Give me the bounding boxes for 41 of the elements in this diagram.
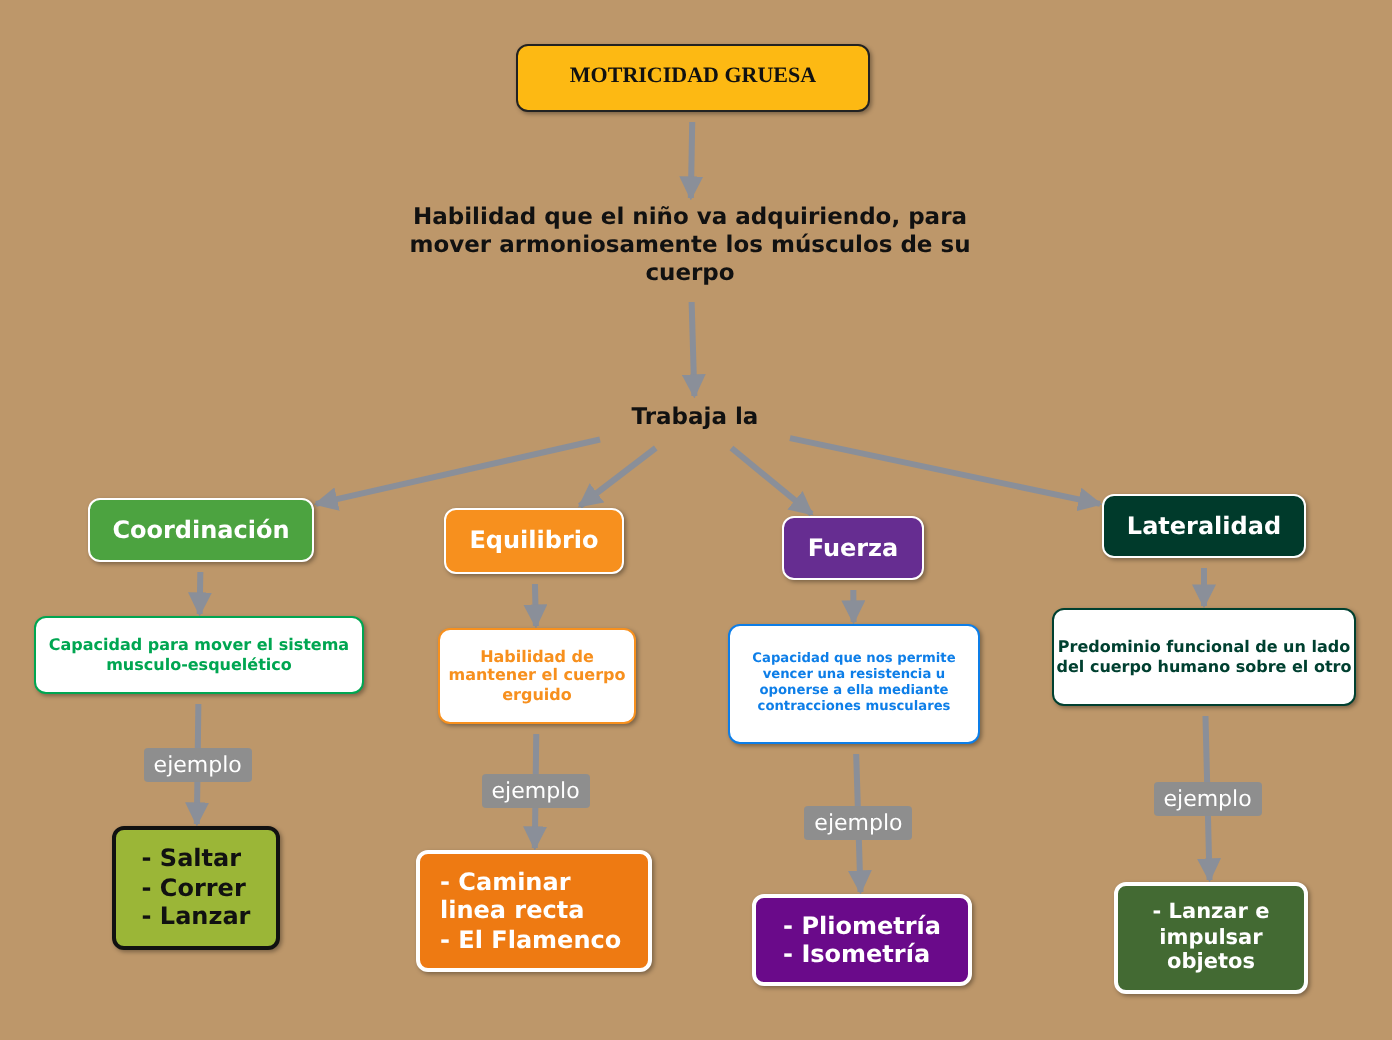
- arrow: [679, 121, 704, 201]
- arrow: [681, 301, 706, 399]
- title-text: MOTRICIDAD GRUESA: [569, 64, 817, 92]
- text-label: Habilidad que el niño va adquiriendo, para mover armoniosamente los músculos de su cuerpo: [407, 204, 973, 288]
- category-box: [444, 508, 624, 574]
- arrow: [577, 445, 658, 509]
- box-text: Capacidad para mover el sistema musculo-esquelético: [46, 635, 352, 675]
- box-text: Lateralidad: [1126, 511, 1282, 541]
- box-text: Fuerza: [807, 533, 899, 563]
- arrow: [1192, 568, 1216, 609]
- edge-label: ejemplo: [804, 806, 913, 840]
- arrow: [789, 435, 1103, 512]
- definition-box: [1052, 608, 1356, 706]
- box-text: Predominio funcional de un lado del cuerpo humano sobre el otro: [1054, 637, 1354, 677]
- box-text: Habilidad de mantener el cuerpo erguido: [446, 647, 628, 705]
- box-text: Coordinación: [112, 515, 290, 545]
- text-label: Trabaja la: [631, 404, 759, 432]
- box-text: Equilibrio: [469, 526, 599, 556]
- arrow: [188, 571, 212, 617]
- category-box: [782, 516, 924, 580]
- example-box: [416, 850, 652, 972]
- category-box: [88, 498, 314, 562]
- example-box: [1114, 882, 1308, 994]
- definition-box: [728, 624, 980, 744]
- arrow: [523, 583, 548, 629]
- box-text: - Lanzar e impulsar objetos: [1150, 900, 1272, 976]
- box-text: - Saltar - Correr - Lanzar: [139, 844, 253, 932]
- example-box: [752, 894, 972, 986]
- title-box: [516, 44, 870, 112]
- edge-label: ejemplo: [1153, 781, 1262, 815]
- arrow: [729, 445, 814, 517]
- example-box: [112, 826, 280, 950]
- category-box: [1102, 494, 1306, 558]
- definition-box: [438, 628, 636, 724]
- definition-box: [34, 616, 364, 694]
- edge-label: ejemplo: [143, 747, 252, 781]
- edge-label: ejemplo: [481, 774, 590, 808]
- arrow: [841, 589, 866, 625]
- box-text: - Caminar linea recta - El Flamenco: [438, 867, 624, 955]
- arrow: [313, 436, 601, 511]
- box-text: - Pliometría - Isometría: [781, 911, 943, 969]
